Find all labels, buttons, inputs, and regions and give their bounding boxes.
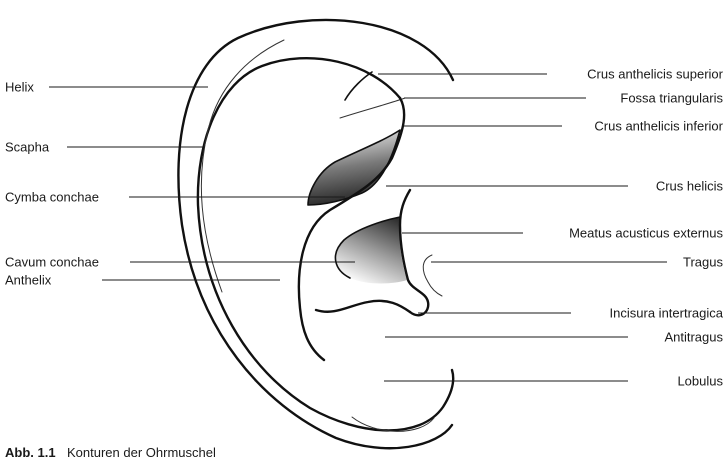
label-anthelix: Anthelix [5,273,52,288]
label-meatus-acusticus-externus: Meatus acusticus externus [569,226,723,241]
label-antitragus: Antitragus [664,330,723,345]
label-lobulus: Lobulus [677,374,723,389]
helix-inner-contour [198,58,453,430]
figure-caption: Abb. 1.1 Konturen der Ohrmuschel [5,445,216,460]
label-crus-helicis: Crus helicis [656,179,724,194]
antitragus-contour [316,301,410,312]
crus-superior-contour [345,72,372,100]
ear-outline [178,20,453,448]
cavum-conchae-shading [335,217,407,284]
label-crus-anthelicis-inferior: Crus anthelicis inferior [594,119,723,134]
label-tragus: Tragus [683,255,723,270]
caption-text: Konturen der Ohrmuschel [67,445,216,460]
tragus-line [423,255,442,296]
label-incisura-intertragica: Incisura intertragica [610,306,724,321]
label-cavum-conchae: Cavum conchae [5,255,99,270]
left-labels: Helix Scapha Cymba conchae Cavum conchae… [5,80,99,288]
fossa-line [340,98,405,118]
label-cymba-conchae: Cymba conchae [5,190,99,205]
helix-outer-contour [178,20,453,448]
label-crus-anthelicis-superior: Crus anthelicis superior [587,67,724,82]
caption-number: Abb. 1.1 [5,445,56,460]
tragus-contour [400,190,428,315]
right-labels: Crus anthelicis superior Fossa triangula… [569,67,724,389]
label-fossa-triangularis: Fossa triangularis [620,91,723,106]
label-scapha: Scapha [5,140,50,155]
label-helix: Helix [5,80,34,95]
